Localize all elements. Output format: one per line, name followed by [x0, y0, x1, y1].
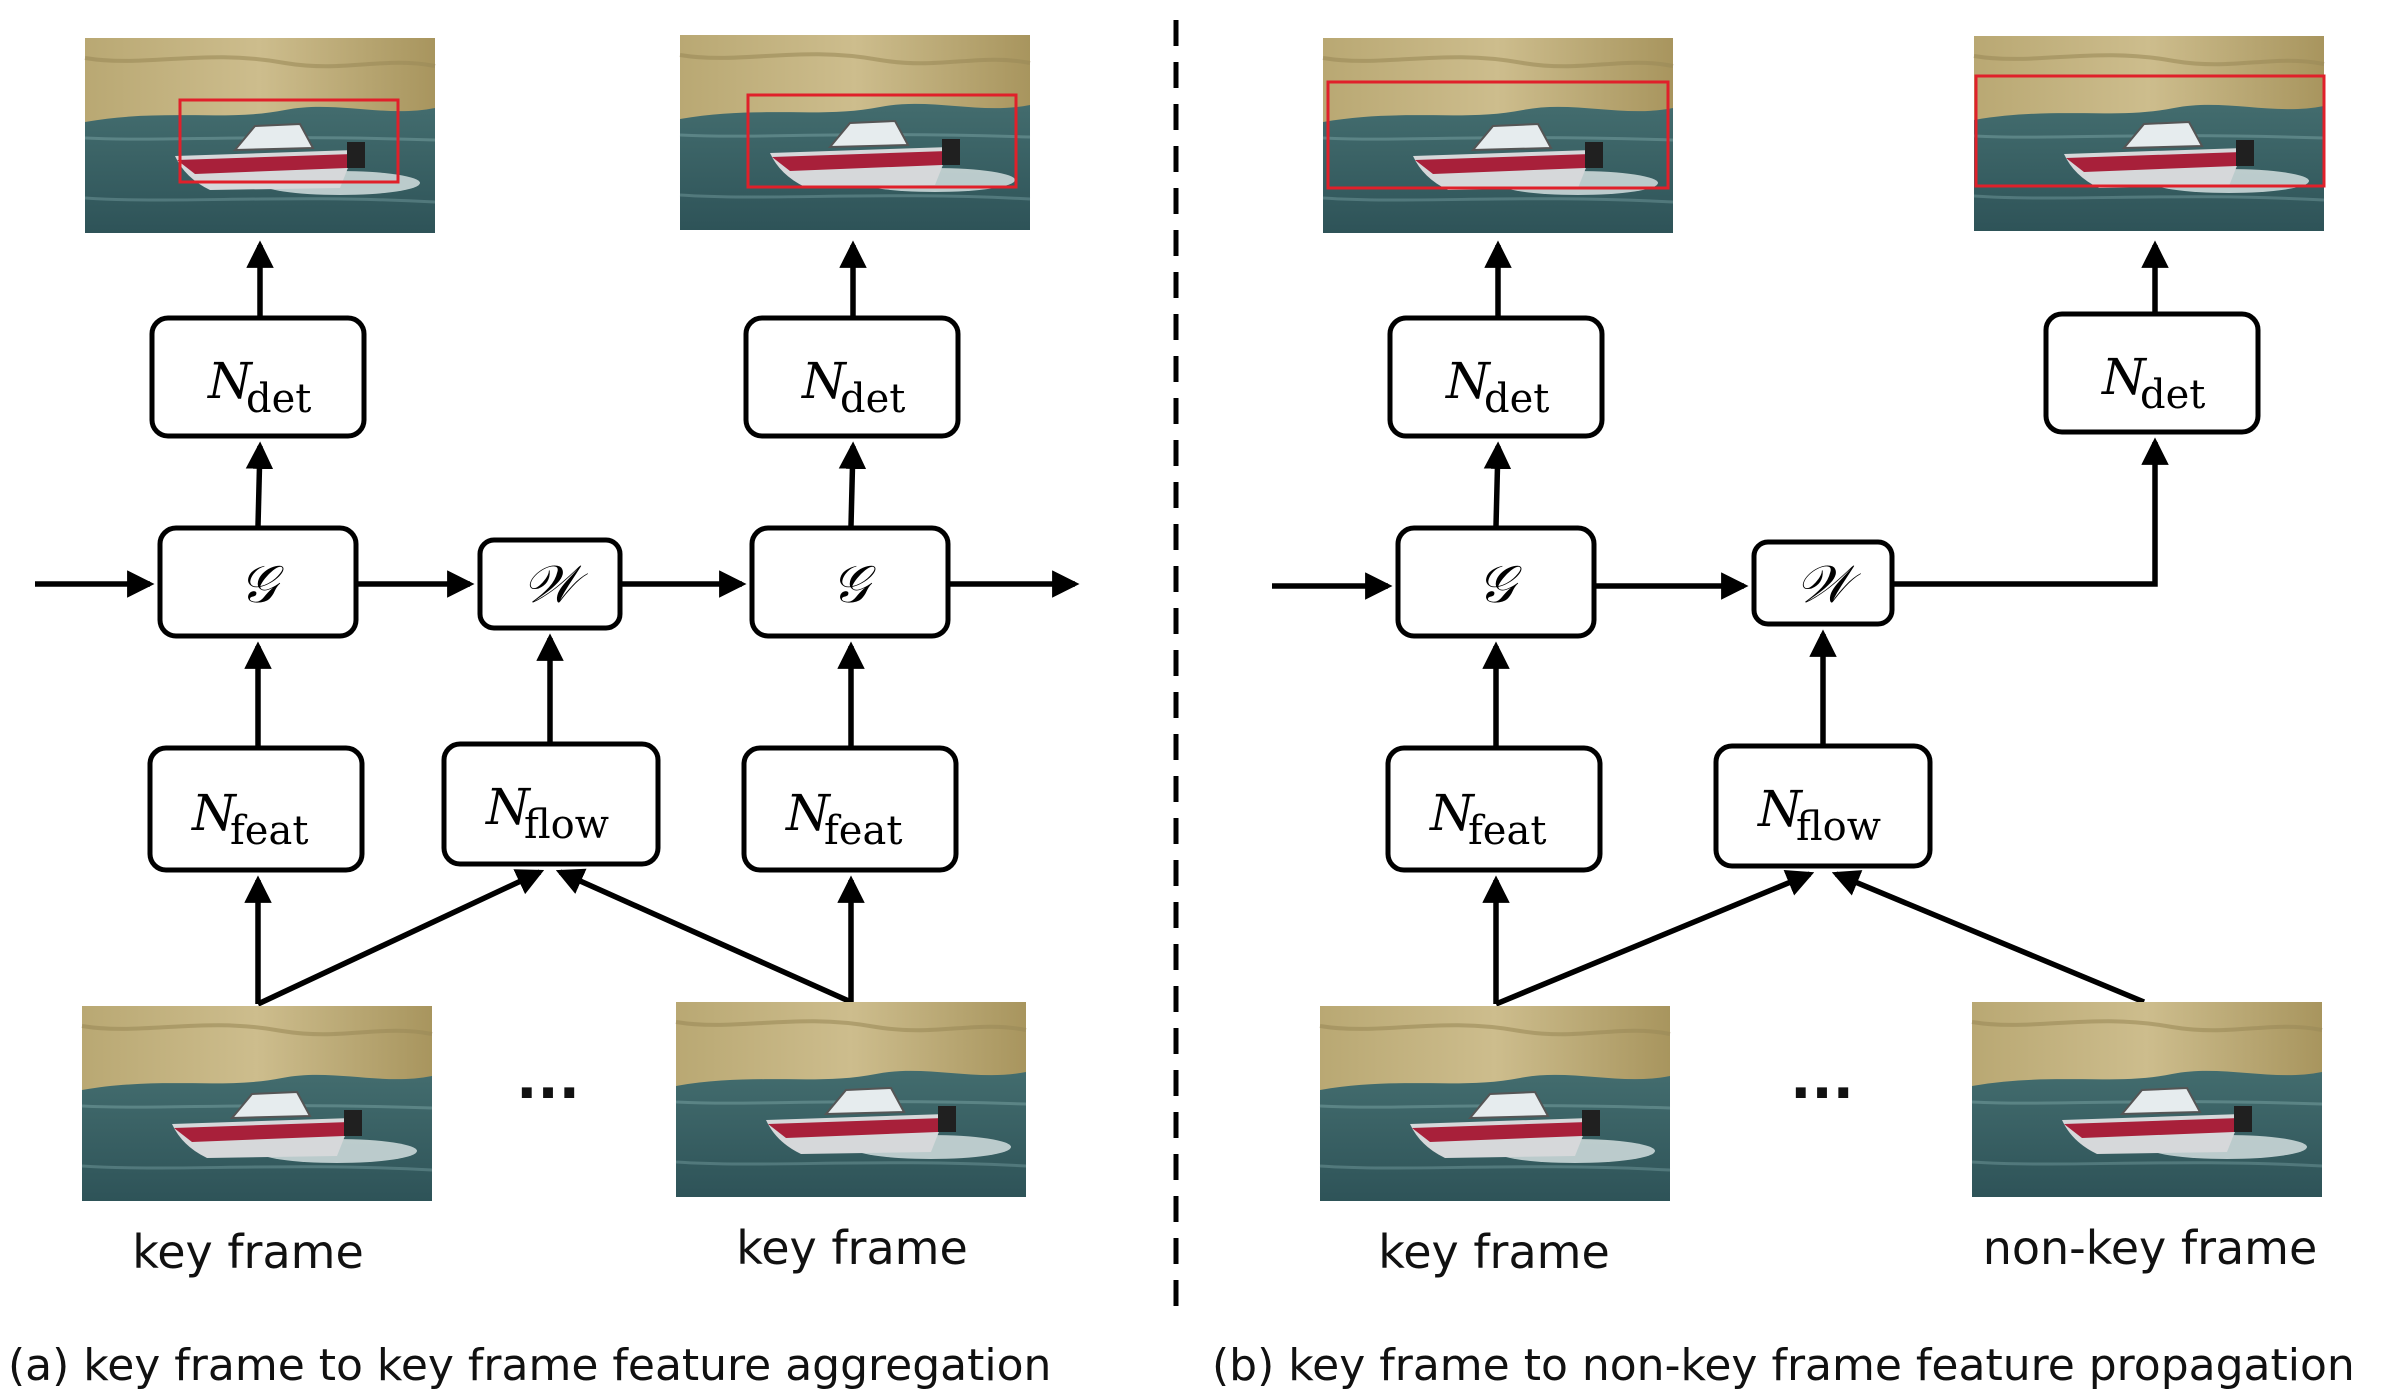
svg-text:N: N	[785, 784, 832, 842]
svg-text:N: N	[191, 784, 238, 842]
detection-output-image-a-left	[83, 36, 437, 235]
svg-text:flow: flow	[1796, 804, 1881, 850]
svg-text:N: N	[485, 778, 532, 836]
aggregation-box-b: 𝒢	[1395, 525, 1597, 639]
svg-text:N: N	[207, 352, 254, 410]
svg-text:flow: flow	[524, 802, 609, 848]
caption-a: (a) key frame to key frame feature aggre…	[8, 1340, 1051, 1391]
svg-text:det: det	[840, 376, 905, 422]
n-det-box-b-right: N det	[2043, 311, 2261, 435]
panel-a: N det N det 𝒢 𝒢 𝒲	[8, 33, 1080, 1391]
input-frame-image-b-left	[1318, 1004, 1672, 1203]
frame-label-a-left: key frame	[132, 1225, 364, 1279]
n-flow-box-b: N flow	[1713, 743, 1933, 869]
svg-text:det: det	[1484, 376, 1549, 422]
svg-text:det: det	[2140, 372, 2205, 418]
warp-box-b: 𝒲	[1751, 539, 1895, 627]
input-frame-image-a-right	[674, 1000, 1028, 1199]
svg-text:feat: feat	[1468, 808, 1546, 854]
svg-text:N: N	[801, 352, 848, 410]
n-feat-box-a-right: N feat	[741, 745, 959, 873]
detection-output-image-b-left	[1321, 36, 1675, 235]
aggregation-box-a-left: 𝒢	[157, 525, 359, 639]
svg-text:N: N	[1429, 784, 1476, 842]
n-det-box-b-left: N det	[1387, 315, 1605, 439]
detection-output-image-b-right	[1972, 34, 2326, 233]
frame-label-a-right: key frame	[736, 1221, 968, 1275]
panel-b: N det N det 𝒢 𝒲 N feat N	[1212, 34, 2355, 1391]
frame-label-b-left: key frame	[1378, 1225, 1610, 1279]
svg-text:N: N	[1445, 352, 1492, 410]
n-det-box-a-left: N det	[149, 315, 367, 439]
n-feat-box-b: N feat	[1385, 745, 1603, 873]
detection-output-image-a-right	[678, 33, 1032, 232]
warp-box-a: 𝒲	[477, 537, 623, 631]
ellipsis-dots-a: ···	[516, 1061, 580, 1126]
frame-label-b-right: non-key frame	[1983, 1221, 2318, 1275]
svg-text:det: det	[246, 376, 311, 422]
input-frame-image-b-right	[1970, 1000, 2324, 1199]
n-det-box-a-right: N det	[743, 315, 961, 439]
n-flow-box-a: N flow	[441, 741, 661, 867]
svg-text:N: N	[1757, 780, 1804, 838]
aggregation-box-a-right: 𝒢	[749, 525, 951, 639]
input-frame-image-a-left	[80, 1004, 434, 1203]
caption-b: (b) key frame to non-key frame feature p…	[1212, 1340, 2355, 1391]
svg-text:feat: feat	[230, 808, 308, 854]
ellipsis-dots-b: ···	[1790, 1061, 1854, 1126]
n-feat-box-a-left: N feat	[147, 745, 365, 873]
svg-text:N: N	[2101, 348, 2148, 406]
svg-text:feat: feat	[824, 808, 902, 854]
